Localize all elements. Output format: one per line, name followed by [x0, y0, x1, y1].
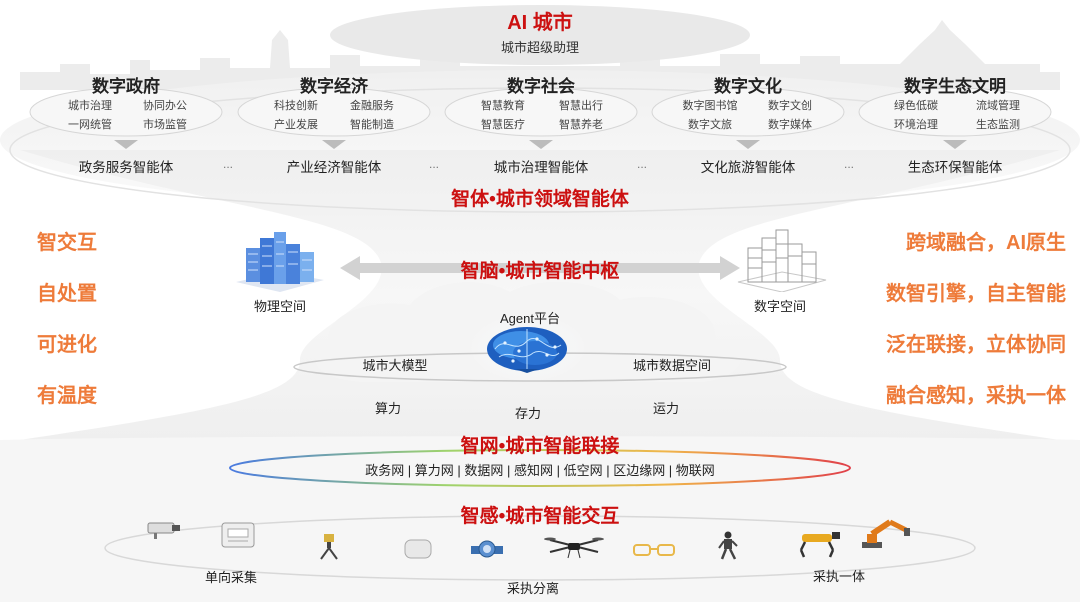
robot-dog-icon: [799, 532, 840, 558]
sensor-box-icon: [404, 539, 432, 559]
domain-item-frames: [29, 87, 1052, 149]
meter-icon: [221, 522, 255, 548]
valve-icon: [471, 540, 503, 558]
left-trait: 有温度: [37, 385, 97, 407]
agent-ecology: 生态环保智能体: [907, 160, 1003, 175]
layer-title-body: 智体•城市领域智能体: [451, 189, 629, 210]
domain-item: 市场监管: [143, 119, 187, 131]
domain-item: 智慧养老: [559, 119, 603, 131]
city-model-label: 城市大模型: [362, 358, 428, 373]
ai-city-subtitle: 城市超级助理: [500, 40, 579, 55]
left-trait: 智交互: [37, 232, 97, 254]
agent-platform-label: Agent平台: [500, 311, 560, 326]
right-trait: 泛在联接，立体协同: [886, 334, 1066, 356]
network-list: 政务网 | 算力网 | 数据网 | 感知网 | 低空网 | 区边缘网 | 物联网: [365, 463, 715, 478]
domain-item: 绿色低碳: [894, 100, 938, 112]
smart-glasses-icon: [633, 544, 675, 556]
agent-gov: 政务服务智能体: [78, 160, 174, 175]
domain-item: 一网统管: [68, 119, 112, 131]
layer-title-network: 智网•城市智能联接: [460, 436, 620, 457]
transport-label: 运力: [652, 401, 679, 416]
domain-item: 智能制造: [350, 119, 394, 131]
left-trait: 可进化: [37, 334, 97, 356]
wireframe-building-icon: [737, 229, 827, 292]
digital-space-label: 数字空间: [753, 299, 806, 314]
layer-title-sense: 智感•城市智能交互: [460, 506, 620, 527]
domain-item: 数字文创: [768, 100, 812, 112]
storage-label: 存力: [514, 406, 541, 421]
ellipsis: ...: [636, 157, 647, 171]
ellipsis: ...: [222, 157, 233, 171]
domain-item: 智慧出行: [559, 100, 603, 112]
ellipsis: ...: [843, 157, 854, 171]
domain-item: 智慧教育: [481, 100, 525, 112]
domain-item: 流域管理: [976, 100, 1020, 112]
layer-title-brain: 智脑•城市智能中枢: [460, 261, 620, 282]
physical-space-label: 物理空间: [253, 299, 306, 314]
domain-title-culture: 数字文化: [714, 77, 782, 96]
domain-item: 环境治理: [894, 119, 938, 131]
domain-item: 产业发展: [274, 119, 318, 131]
drone-icon: [544, 537, 604, 559]
agent-economy: 产业经济智能体: [286, 160, 382, 175]
surveying-instrument-icon: [320, 534, 338, 560]
domain-item: 科技创新: [274, 100, 318, 112]
domain-title-economy: 数字经济: [300, 77, 368, 96]
collect-execute-integrated-label: 采执一体: [812, 569, 865, 584]
domain-item: 数字图书馆: [682, 100, 738, 112]
domain-title-society: 数字社会: [507, 77, 575, 96]
right-trait: 融合感知，采执一体: [886, 385, 1066, 407]
domain-item: 智慧医疗: [481, 119, 525, 131]
domain-item: 生态监测: [976, 119, 1020, 131]
ellipsis: ...: [428, 157, 439, 171]
ai-city-title: AI 城市: [507, 12, 573, 34]
robot-icon: [718, 531, 738, 560]
domain-item: 金融服务: [350, 100, 394, 112]
camera-icon: [147, 522, 180, 539]
right-trait: 数智引擎，自主智能: [886, 283, 1066, 305]
domain-item: 数字媒体: [768, 119, 812, 131]
agent-culture: 文化旅游智能体: [700, 160, 796, 175]
brain-icon: [487, 327, 567, 373]
building-icon: [236, 232, 324, 292]
right-trait: 跨域融合，AI原生: [906, 232, 1066, 254]
domain-title-ecology: 数字生态文明: [904, 77, 1006, 96]
domain-title-gov: 数字政府: [92, 77, 160, 96]
collect-execute-separate-label: 采执分离: [506, 581, 559, 596]
robotic-arm-icon: [862, 519, 910, 548]
one-way-collection-label: 单向采集: [204, 570, 257, 585]
domain-item: 城市治理: [68, 100, 112, 112]
agent-society: 城市治理智能体: [493, 160, 589, 175]
city-data-space-label: 城市数据空间: [632, 358, 711, 373]
domain-item: 协同办公: [143, 100, 187, 112]
compute-label: 算力: [374, 401, 401, 416]
domain-item: 数字文旅: [688, 119, 732, 131]
left-trait: 自处置: [37, 283, 97, 305]
